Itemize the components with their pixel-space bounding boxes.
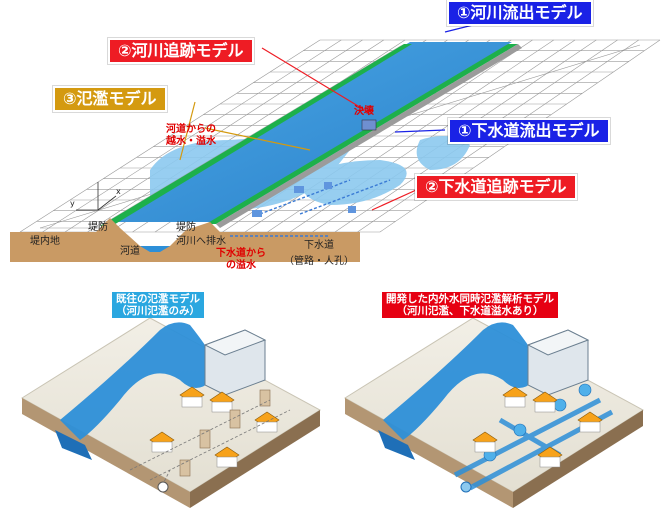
ground-section — [10, 218, 360, 262]
levee-left-label: 堤防 — [88, 222, 108, 233]
river-outflow-model-label: ①河川流出モデル — [447, 0, 593, 26]
right-caption-line2: （河川氾濫、下水道溢水あり） — [396, 305, 544, 317]
left-caption-line2: （河川氾濫のみ） — [116, 305, 200, 317]
breach-label: 決壊 — [354, 106, 374, 117]
river-channel — [96, 42, 522, 228]
left-caption-line1: 既往の氾濫モデル — [116, 293, 200, 305]
axis-x-label: x — [116, 187, 121, 196]
drain-to-river-label: 河川へ排水 — [176, 236, 226, 247]
axis-y-label: y — [70, 199, 75, 208]
right-caption: 開発した内外水同時氾濫解析モデル （河川氾濫、下水道溢水あり） — [382, 292, 558, 318]
overflow-from-river-label: 河道からの 越水・溢水 — [166, 124, 216, 147]
breach-marker — [361, 119, 377, 131]
levee-right-label: 堤防 — [176, 222, 196, 233]
sewer-detail-label: （管路・人孔） — [284, 256, 354, 267]
manholes — [252, 182, 356, 217]
left-block — [21, 317, 321, 508]
inland-label: 堤内地 — [30, 236, 60, 247]
overflow-from-sewer-label: 下水道から の溢水 — [216, 248, 266, 271]
sewer-outflow-model-label: ①下水道流出モデル — [448, 118, 610, 144]
right-caption-line1: 開発した内外水同時氾濫解析モデル — [386, 293, 554, 305]
right-block — [344, 317, 644, 508]
left-caption: 既往の氾濫モデル （河川氾濫のみ） — [112, 292, 204, 318]
channel-label: 河道 — [120, 246, 140, 257]
sewer-pipes — [230, 179, 391, 237]
sewer-label: 下水道 — [304, 240, 334, 251]
axes-indicator — [76, 182, 117, 211]
flood-model-label: ③氾濫モデル — [53, 86, 167, 112]
sewer-tracking-model-label: ②下水道追跡モデル — [415, 174, 577, 200]
river-tracking-model-label: ②河川追跡モデル — [108, 38, 254, 64]
